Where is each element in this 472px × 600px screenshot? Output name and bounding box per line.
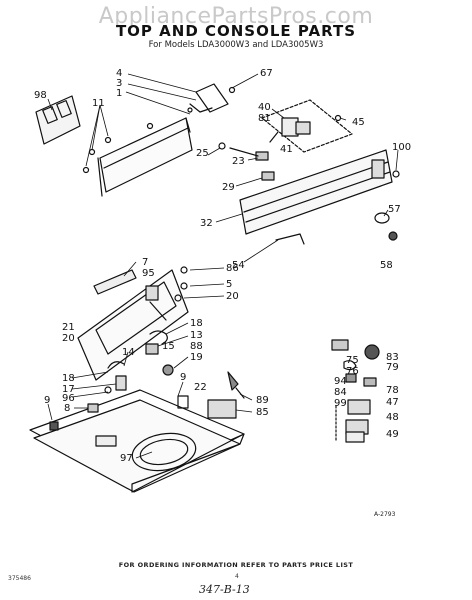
handwritten-note: 347-B-13: [199, 583, 250, 596]
callout-17: 17: [62, 384, 75, 395]
callout-76: 76: [346, 366, 359, 377]
callout-7: 7: [142, 257, 148, 268]
small-parts-group: [331, 339, 380, 443]
callout-11: 11: [92, 98, 105, 109]
callout-88: 88: [190, 341, 203, 352]
callout-40: 40: [258, 102, 271, 113]
callout-21: 21: [62, 322, 75, 333]
callout-29: 29: [222, 182, 235, 193]
callout-41: 41: [280, 144, 293, 155]
callout-4: 4: [116, 68, 122, 79]
callout-13: 13: [190, 330, 203, 341]
callout-97: 97: [120, 453, 133, 464]
callout-9-left: 9: [44, 395, 50, 406]
callout-45: 45: [352, 117, 365, 128]
callout-8: 8: [64, 403, 70, 414]
callout-47: 47: [386, 397, 399, 408]
callout-58: 58: [380, 260, 393, 271]
callout-89: 89: [256, 395, 269, 406]
callout-20-top: 20: [226, 291, 239, 302]
models-subtitle: For Models LDA3000W3 and LDA3005W3: [148, 40, 324, 50]
callout-75: 75: [346, 355, 359, 366]
callout-5: 5: [226, 279, 232, 290]
callout-85: 85: [256, 407, 269, 418]
switch-assembly: [261, 99, 353, 153]
callout-22: 22: [194, 382, 207, 393]
callout-81: 81: [258, 113, 271, 124]
callout-99: 99: [334, 398, 347, 409]
callout-98: 98: [34, 90, 47, 101]
callout-83: 83: [386, 352, 399, 363]
callout-19: 19: [190, 352, 203, 363]
callout-54: 54: [232, 260, 245, 271]
callout-18-upper: 18: [190, 318, 203, 329]
callout-23: 23: [232, 156, 245, 167]
callout-20: 20: [62, 333, 75, 344]
washer-top-cover: [29, 389, 245, 493]
callout-25: 25: [196, 148, 209, 159]
callout-9-right: 9: [180, 372, 186, 383]
console-knobs: [218, 142, 275, 181]
page-number: 4: [235, 573, 239, 580]
callout-labels: 98 4 3 1 67 11 40 81 45 100 25 41 23 29 …: [34, 68, 411, 464]
watermark: AppliancePartsPros.com: [98, 4, 374, 29]
callout-84: 84: [334, 387, 347, 398]
bracket-67: [187, 83, 236, 113]
callout-49: 49: [386, 429, 399, 440]
callout-94: 94: [334, 376, 347, 387]
console-front-panel: [239, 149, 393, 245]
callout-18-lower: 18: [62, 373, 75, 384]
callout-14: 14: [122, 347, 135, 358]
console-back-panel: [97, 117, 193, 197]
page-title: TOP AND CONSOLE PARTS: [115, 22, 357, 40]
callout-95: 95: [142, 268, 155, 279]
timer-dial: [374, 170, 400, 241]
callout-1: 1: [116, 88, 122, 99]
badge-plate-part: [35, 95, 81, 145]
callout-79: 79: [386, 362, 399, 373]
lid-switch: [177, 371, 245, 419]
callout-48: 48: [386, 412, 399, 423]
document-code: 375486: [8, 575, 31, 582]
ordering-footer: FOR ORDERING INFORMATION REFER TO PARTS …: [118, 561, 354, 569]
callout-86: 86: [226, 263, 239, 274]
callout-57: 57: [388, 204, 401, 215]
washer-lid: [77, 266, 189, 381]
callout-96: 96: [62, 393, 75, 404]
callout-67: 67: [260, 68, 273, 79]
callout-78: 78: [386, 385, 399, 396]
callout-3: 3: [116, 78, 122, 89]
diagram-id: A-2793: [374, 511, 396, 518]
callout-32: 32: [200, 218, 213, 229]
callout-100: 100: [392, 142, 411, 153]
callout-15: 15: [162, 341, 175, 352]
